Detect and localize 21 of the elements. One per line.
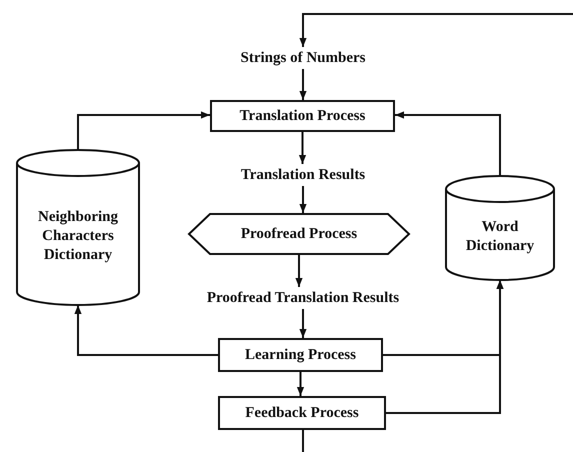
database-cylinder: Word Dictionary — [445, 176, 555, 280]
flow-label: Strings of Numbers — [225, 47, 381, 69]
arrow — [299, 186, 307, 213]
process-box: Feedback Process — [218, 396, 386, 430]
arrow — [299, 13, 573, 47]
arrow — [395, 111, 501, 176]
arrow — [74, 305, 218, 356]
arrow — [386, 280, 504, 414]
arrow — [299, 69, 307, 100]
arrow — [295, 255, 303, 287]
flow-label: Proofread Translation Results — [168, 287, 438, 309]
database-cylinder: Neighboring Characters Dictionary — [16, 150, 140, 305]
arrow — [299, 309, 307, 338]
process-hexagon: Proofread Process — [188, 213, 410, 255]
flow-label: Translation Results — [222, 164, 384, 186]
connector-line — [302, 430, 304, 452]
arrow — [298, 132, 306, 164]
arrow — [296, 372, 304, 396]
process-box: Learning Process — [218, 338, 383, 372]
arrow — [77, 111, 210, 150]
process-box: Translation Process — [210, 100, 395, 132]
